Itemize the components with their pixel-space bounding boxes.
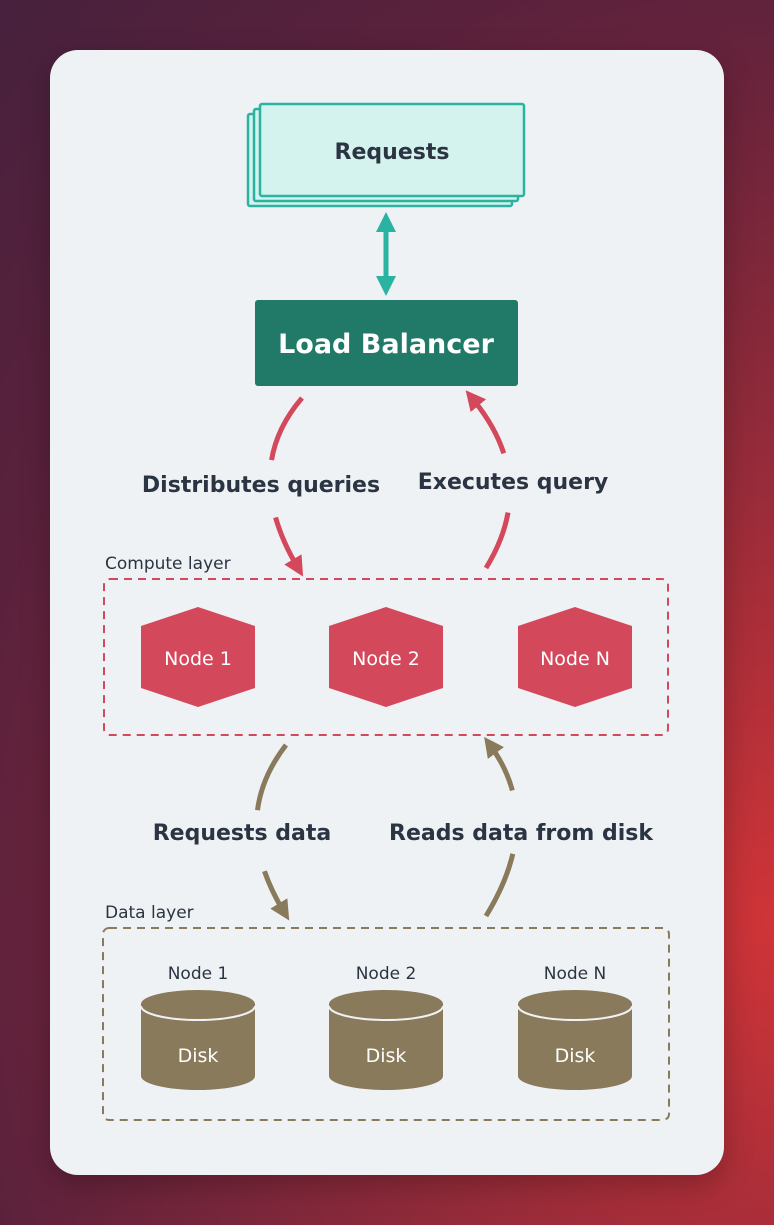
compute-layer-title: Compute layer bbox=[105, 554, 231, 574]
executes-arrow bbox=[465, 390, 513, 570]
compute-node-n-label: Node N bbox=[540, 648, 610, 670]
disk-1-label: Disk bbox=[178, 1045, 219, 1067]
disk-1-icon: Disk bbox=[140, 990, 256, 1090]
compute-node-2: Node 2 bbox=[329, 607, 443, 707]
distributes-arrow bbox=[267, 396, 304, 577]
compute-node-1-label: Node 1 bbox=[164, 648, 232, 670]
compute-node-1: Node 1 bbox=[141, 607, 255, 707]
disk-2-icon: Disk bbox=[328, 990, 444, 1090]
distributes-label: Distributes queries bbox=[142, 473, 380, 498]
executes-label: Executes query bbox=[418, 470, 609, 495]
requests-label: Requests bbox=[335, 140, 450, 165]
load-balancer-box: Load Balancer bbox=[255, 300, 518, 386]
requests-data-arrow bbox=[254, 743, 290, 921]
reads-data-arrow bbox=[483, 736, 519, 918]
disk-2-label: Disk bbox=[366, 1045, 407, 1067]
data-layer-title: Data layer bbox=[105, 903, 194, 923]
disk-n-icon: Disk bbox=[517, 990, 633, 1090]
compute-layer-box bbox=[103, 578, 669, 736]
data-layer-box bbox=[102, 927, 670, 1121]
load-balancer-label: Load Balancer bbox=[278, 329, 495, 360]
requests-stack: Requests bbox=[246, 102, 526, 208]
data-node-n-label: Node N bbox=[544, 964, 607, 984]
data-node-1-label: Node 1 bbox=[168, 964, 229, 984]
reads-data-label: Reads data from disk bbox=[389, 821, 654, 846]
disk-n-label: Disk bbox=[555, 1045, 596, 1067]
data-node-2-label: Node 2 bbox=[356, 964, 417, 984]
compute-node-2-label: Node 2 bbox=[352, 648, 420, 670]
compute-node-n: Node N bbox=[518, 607, 632, 707]
requests-data-label: Requests data bbox=[153, 821, 332, 846]
